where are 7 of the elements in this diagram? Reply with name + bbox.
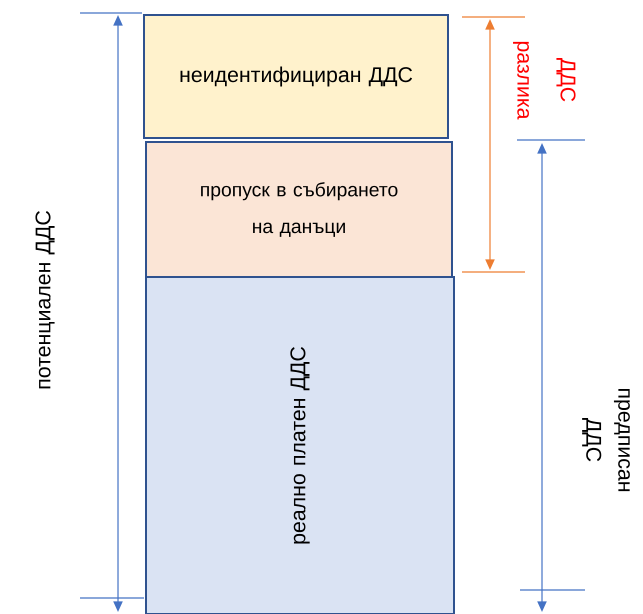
dimension-label: ДДС: [556, 58, 576, 102]
text-box: неидентифициран ДДС: [143, 14, 449, 139]
dimension-label: разлика: [513, 42, 529, 120]
dimension-label: потенциален ДДС: [35, 211, 55, 388]
text-box: пропуск в събирането на данъци: [145, 141, 453, 278]
dimension-label: предписан ДДС: [582, 388, 630, 492]
text-box: реално платен ДДС: [145, 276, 455, 614]
